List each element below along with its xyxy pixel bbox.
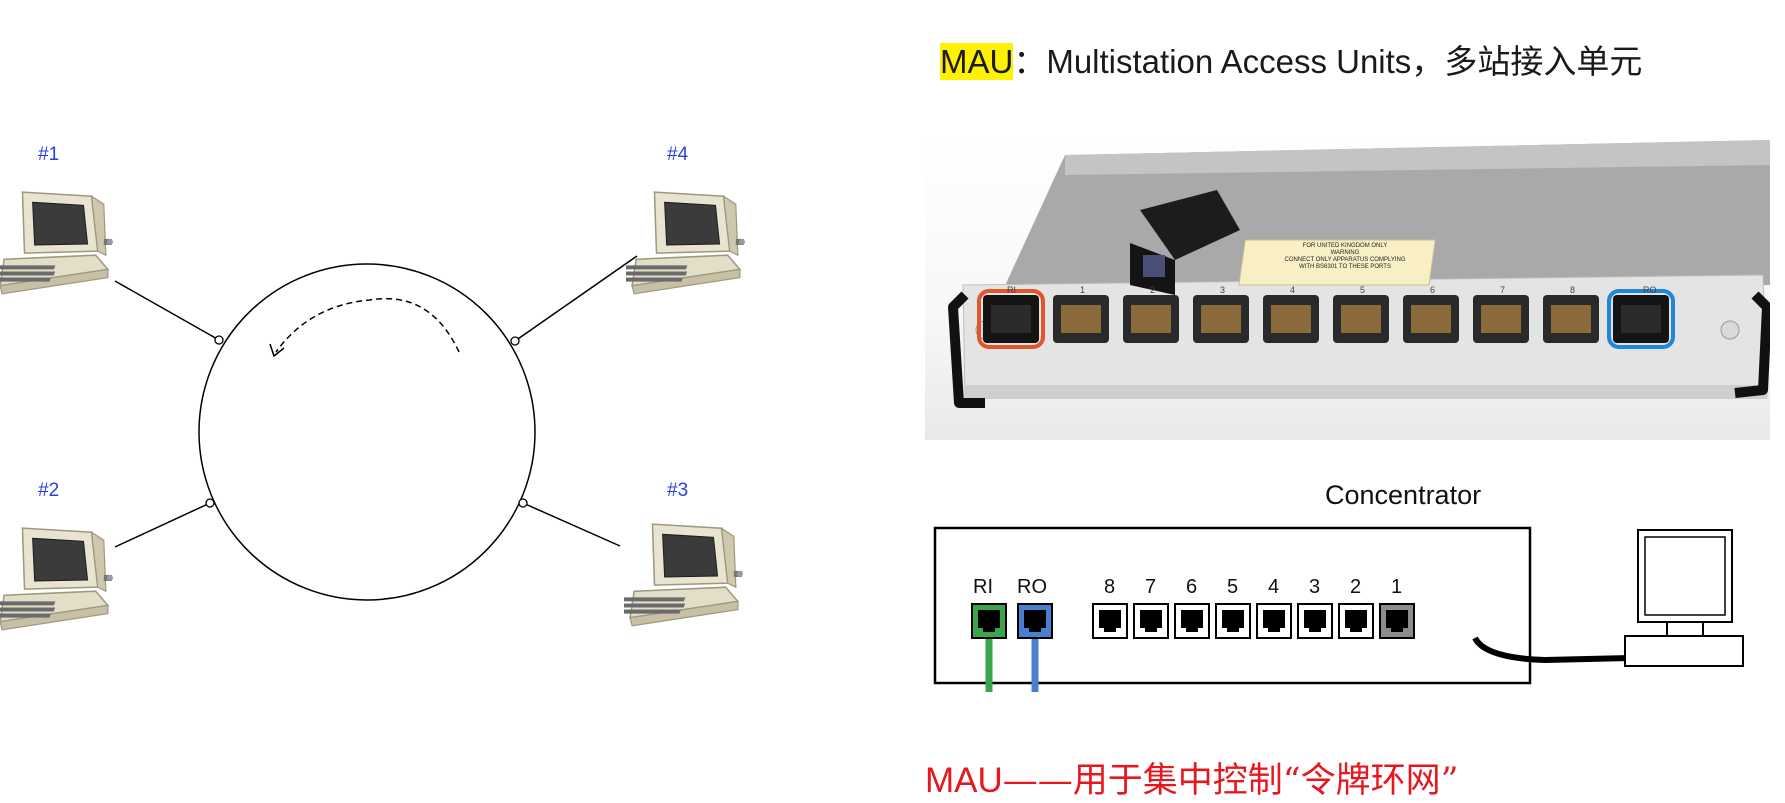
concentrator-port-6 <box>1174 603 1210 639</box>
concentrator-port-1 <box>1379 603 1415 639</box>
mau-acronym-highlight: MAU <box>940 43 1014 80</box>
station-label-2: #2 <box>38 480 60 501</box>
caption-text: ——用于集中控制“令牌环网” <box>1002 761 1459 801</box>
computer-station-2 <box>0 527 114 631</box>
photo-port <box>1473 295 1529 343</box>
photo-port-label: 5 <box>1360 285 1366 295</box>
sticker-line: WITH BS6301 TO THESE PORTS <box>1299 264 1391 270</box>
mau-device-photo: FOR UNITED KINGDOM ONLY WARNING CONNECT … <box>925 135 1772 440</box>
photo-port <box>1333 295 1389 343</box>
ring-tap-1 <box>214 335 224 345</box>
mau-caption: MAU——用于集中控制“令牌环网” <box>925 752 1459 803</box>
station-label-1: #1 <box>38 144 60 165</box>
station-label-3: #3 <box>667 480 689 501</box>
photo-port <box>1403 295 1459 343</box>
concentrator-port-number: 4 <box>1268 576 1280 598</box>
ring-tap-2 <box>205 498 215 508</box>
mau-expansion: Multistation Access Units， <box>1046 43 1445 80</box>
token-direction-arrow <box>275 297 460 353</box>
photo-port-label-ri: RI <box>1007 285 1016 295</box>
photo-port-label-ro: RO <box>1643 285 1657 295</box>
photo-port <box>1263 295 1319 343</box>
ring-tap-3 <box>518 498 528 508</box>
concentrator-port-number: 7 <box>1145 576 1157 598</box>
concentrator-schematic <box>933 526 1744 692</box>
computer-station-4 <box>626 191 746 295</box>
sticker-line: WARNING <box>1330 250 1360 256</box>
mau-device-illustration <box>948 140 1772 408</box>
terminal-cable <box>1472 636 1631 664</box>
photo-port-label: 6 <box>1430 285 1436 295</box>
concentrator-title: Concentrator <box>1325 480 1482 510</box>
computer-station-3 <box>624 523 744 627</box>
concentrator-port-7 <box>1133 603 1169 639</box>
photo-port <box>1543 295 1599 343</box>
concentrator-port-2 <box>1338 603 1374 639</box>
photo-port-label: 8 <box>1570 285 1576 295</box>
computer-station-1 <box>0 191 114 295</box>
station-label-4: #4 <box>667 144 689 165</box>
concentrator-port-number: 3 <box>1309 576 1321 598</box>
token-ring <box>198 263 536 601</box>
concentrator-port-number: 8 <box>1104 576 1116 598</box>
photo-port-label: 7 <box>1500 285 1506 295</box>
concentrator-port-number: 6 <box>1186 576 1198 598</box>
token-ring-diagram <box>0 191 746 631</box>
sticker-text: FOR UNITED KINGDOM ONLY WARNING CONNECT … <box>1250 243 1440 271</box>
concentrator-port-3 <box>1297 603 1333 639</box>
concentrator-port-5 <box>1215 603 1251 639</box>
photo-port <box>1123 295 1179 343</box>
mau-definition-title: MAU：Multistation Access Units，多站接入单元 <box>940 35 1642 83</box>
ri-label: RI <box>973 576 993 598</box>
link-station-2 <box>114 502 211 548</box>
mau-chinese-name: 多站接入单元 <box>1444 42 1643 81</box>
photo-ro-port <box>1607 289 1675 349</box>
concentrator-port-number: 5 <box>1227 576 1239 598</box>
photo-port-label: 4 <box>1290 285 1296 295</box>
caption-acronym: MAU <box>925 761 1003 800</box>
link-station-4 <box>514 255 638 342</box>
concentrator-port-4 <box>1256 603 1292 639</box>
link-station-1 <box>114 280 220 341</box>
sticker-line: CONNECT ONLY APPARATUS COMPLYING <box>1284 257 1406 263</box>
sticker-line: FOR UNITED KINGDOM ONLY <box>1302 243 1388 249</box>
ro-jack <box>1017 603 1053 639</box>
concentrator-port-number: 2 <box>1350 576 1362 598</box>
photo-port-label: 1 <box>1080 285 1086 295</box>
ro-label: RO <box>1017 576 1047 598</box>
photo-port <box>1053 295 1109 343</box>
link-station-3 <box>522 502 621 547</box>
terminal-computer-icon <box>1624 529 1744 667</box>
concentrator-port-number: 1 <box>1391 576 1403 598</box>
ring-tap-4 <box>510 336 520 346</box>
concentrator-port-8 <box>1092 603 1128 639</box>
photo-port <box>1193 295 1249 343</box>
photo-port-label: 2 <box>1150 285 1156 295</box>
title-separator: ： <box>1013 43 1047 80</box>
photo-port-label: 3 <box>1220 285 1226 295</box>
ri-jack <box>971 603 1007 639</box>
photo-ri-port <box>977 289 1045 349</box>
